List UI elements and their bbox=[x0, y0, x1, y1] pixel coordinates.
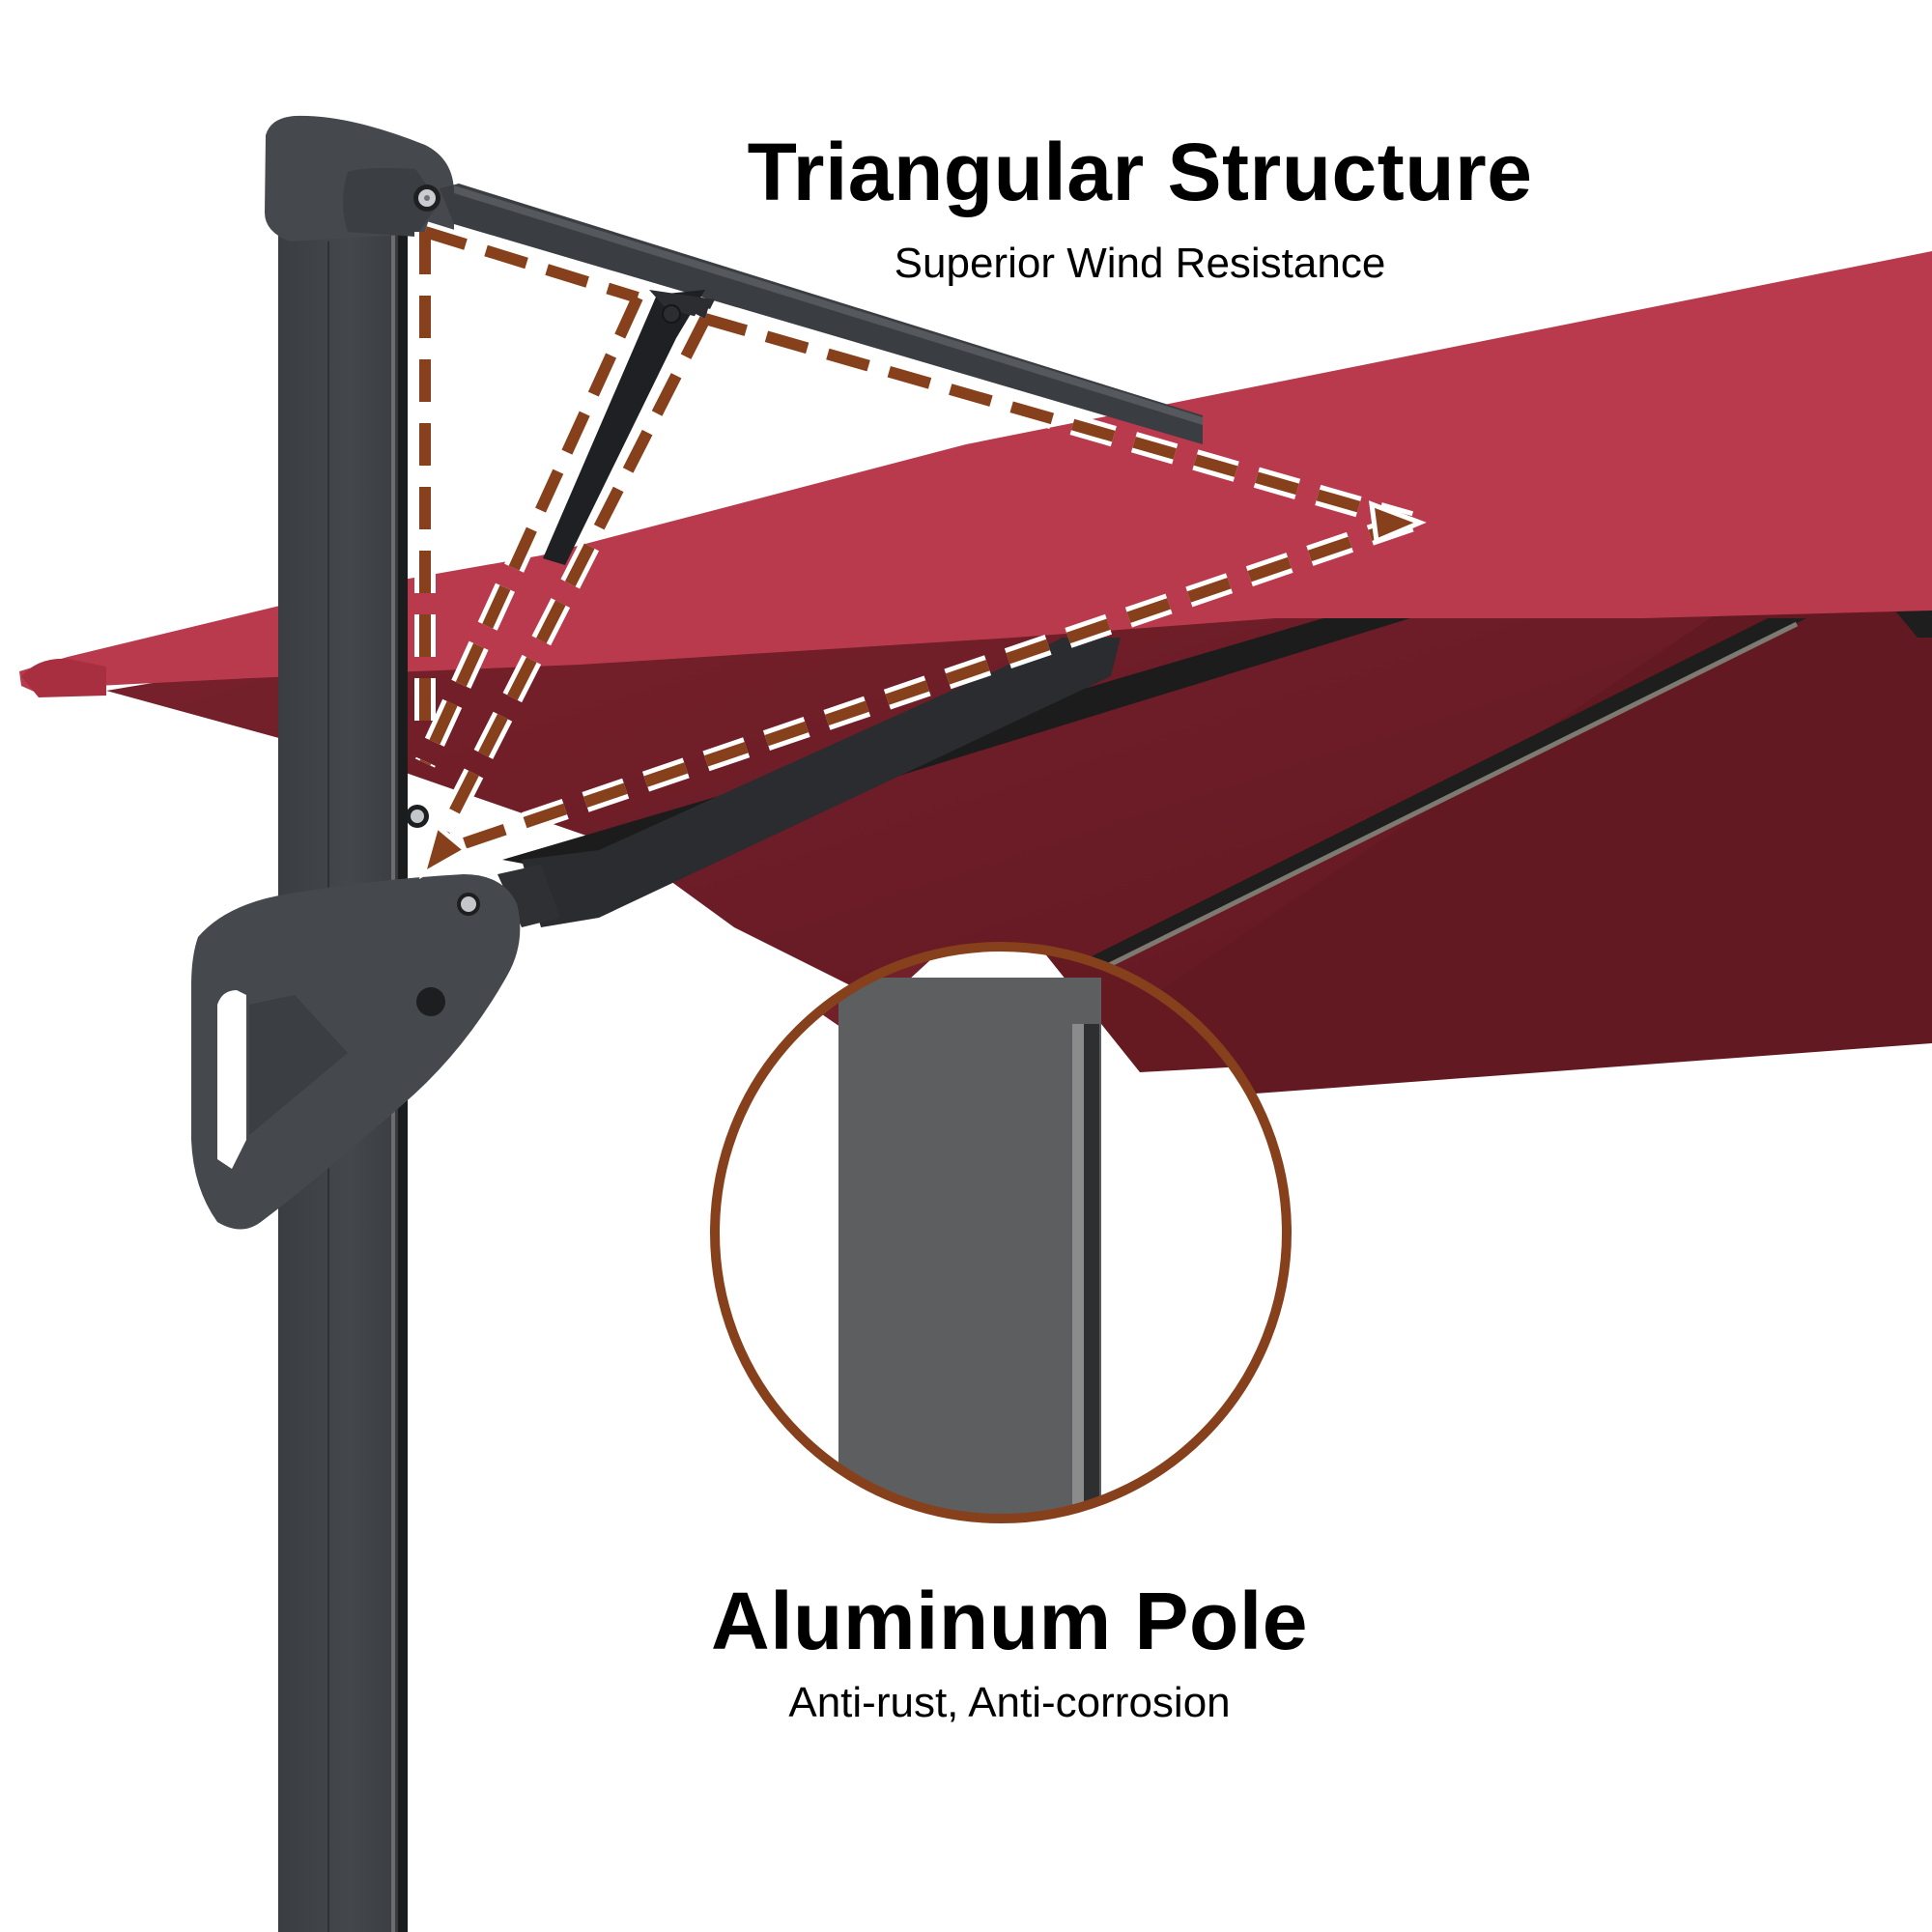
support-strut bbox=[543, 290, 715, 565]
pole-top-cap bbox=[265, 115, 454, 242]
feature-title-triangular-structure: Triangular Structure bbox=[747, 127, 1533, 217]
canopy-top bbox=[19, 251, 1932, 697]
feature-title-aluminum-pole: Aluminum Pole bbox=[711, 1576, 1308, 1666]
feature-subtitle-anti-rust: Anti-rust, Anti-corrosion bbox=[788, 1679, 1231, 1726]
upper-arm bbox=[440, 184, 1203, 444]
lower-bracket bbox=[191, 638, 1121, 1230]
dashed-triangle-callout bbox=[414, 221, 1427, 880]
feature-subtitle-wind-resistance: Superior Wind Resistance bbox=[894, 240, 1386, 287]
dashed-arrow-icon bbox=[1368, 500, 1427, 545]
dashed-arrow-icon bbox=[418, 821, 470, 880]
